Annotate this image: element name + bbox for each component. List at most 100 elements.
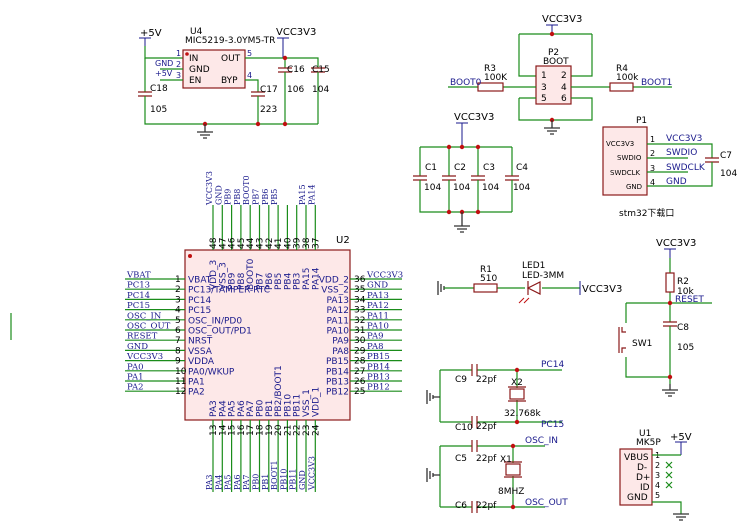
mcu-right-pin-num: 35: [354, 285, 365, 295]
mcu-bottom-pin-func: VSS_1: [302, 389, 312, 417]
sw1-switch: [618, 327, 626, 353]
mcu-top-pin-func: PA15: [302, 268, 312, 290]
mcu-left-pin-num: 12: [175, 387, 186, 397]
mcu-right-pin-func: PB13: [326, 378, 349, 388]
led-section: R1 510 LED1 LED-3MM VCC3V3: [437, 261, 622, 304]
c7-ref: C7: [720, 151, 732, 161]
mcu-bottom-pin-func: PB1: [265, 400, 275, 417]
mcu-right-pin-func: PB12: [326, 388, 349, 398]
mcu-bottom-pin-func: VDD_1: [311, 387, 321, 417]
usb-pin-dminus: D-: [637, 463, 647, 473]
reg-pin-en: EN: [189, 76, 201, 86]
reg-part: MIC5219-3.0YM5-TR: [185, 36, 275, 46]
mcu-right-pin-func: PB14: [326, 367, 349, 377]
swd-clk-net: SWDCLK: [666, 163, 706, 173]
mcu-top-net: PB9: [224, 189, 233, 205]
r1-ref: R1: [480, 265, 492, 275]
led1-value: LED-3MM: [522, 271, 564, 281]
mcu-left-net: GND: [127, 342, 148, 352]
c15-value: 104: [312, 85, 329, 95]
mcu-left-net: PC15: [127, 301, 150, 311]
reset-section: VCC3V3 R2 10k RESET SW1 C8 105: [618, 238, 712, 397]
mcu-left-pin-num: 8: [175, 346, 181, 356]
mcu-left-net: VBAT: [126, 271, 151, 281]
u1-part: MK5P: [636, 438, 661, 448]
mcu-left-net: OSC_IN: [127, 311, 162, 321]
usb-section: U1 MK5P VBUS D- D+ ID GND 1 2 3 4 5 +5V: [619, 429, 692, 521]
mcu-bottom-pin-num: 24: [311, 424, 321, 436]
xtal32-net1: PC14: [541, 360, 564, 370]
mcu-right-pin-func: PA10: [327, 327, 350, 337]
mcu-bottom-net: PA4: [214, 474, 223, 490]
c4-ref: C4: [516, 163, 528, 173]
mcu-left-pin-func: NRST: [188, 337, 213, 347]
r2-ref: R2: [677, 277, 689, 287]
usb-connector-body: [619, 448, 653, 506]
c2-ref: C2: [454, 163, 466, 173]
mcu-right-net: PA8: [367, 342, 384, 352]
mcu-right-net: PB15: [367, 352, 390, 362]
usb-num2: 2: [655, 461, 660, 470]
r1-value: 510: [480, 274, 497, 284]
c4-value: 104: [513, 183, 530, 193]
mcu-right-net: PA13: [367, 291, 389, 301]
boot-header-body: [535, 65, 572, 105]
mcu-right-pin-num: 28: [354, 357, 366, 367]
c18-value: 105: [150, 105, 167, 115]
mcu-bottom-pin-func: PB10: [283, 394, 293, 417]
mcu-bottom-pin-func: PA4: [218, 400, 228, 417]
mcu-bottom-net: PA7: [242, 474, 251, 490]
c8-ref: C8: [677, 323, 689, 333]
mcu-left-pin-num: 11: [175, 377, 186, 387]
c3-ref: C3: [483, 163, 495, 173]
r2-value: 10k: [677, 287, 694, 297]
p1-num2: 2: [650, 149, 655, 158]
mcu-bottom-net: BOOT1: [270, 460, 279, 490]
mcu-left-pin-num: 1: [175, 275, 181, 285]
mcu-top-net: PB5: [270, 189, 279, 205]
led-diode: [526, 281, 541, 295]
c10-ref: C10: [455, 423, 473, 433]
mcu-top-pin-num: 46: [228, 237, 238, 249]
xtal8-net2: OSC_OUT: [525, 498, 568, 508]
mcu-bottom-pin-num: 23: [302, 425, 312, 436]
c1-value: 104: [424, 183, 441, 193]
led-vcc-net: VCC3V3: [582, 284, 622, 295]
mcu-right-pin-func: PB15: [326, 357, 349, 367]
mcu-left-pin-num: 5: [175, 316, 181, 326]
ground-symbol: [197, 124, 213, 139]
mcu-top-pins: 48VDD_3VCC3V347VSS_3GND46PB9PB945PB8PB84…: [205, 171, 321, 290]
mcu-right-pin-func: PA9: [332, 337, 349, 347]
mcu-left-net: PA2: [127, 383, 144, 393]
p2-pin4: 4: [561, 83, 567, 93]
mcu-bottom-pin-num: 19: [265, 424, 275, 436]
usb-pin-dplus: D+: [636, 473, 650, 483]
swd-caption: stm32下载口: [619, 207, 674, 219]
mcu-left-pin-func: PA2: [188, 388, 205, 398]
mcu-right-net: VCC3V3: [366, 271, 403, 281]
mcu-bottom-pin-func: PA6: [237, 400, 247, 417]
c7-value: 104: [720, 169, 737, 179]
c6-ref: C6: [455, 501, 467, 511]
mcu-left-pin-func: OSC_IN/PD0: [188, 316, 242, 326]
led1-ref: LED1: [522, 261, 545, 271]
mcu-left-net: OSC_OUT: [127, 322, 171, 332]
c9-ref: C9: [455, 375, 467, 385]
reg-pin3: 3: [176, 71, 181, 80]
r1-resistor: [473, 283, 498, 293]
r2-resistor: [665, 272, 675, 293]
c5-ref: C5: [455, 454, 467, 464]
reg-pin-gnd: GND: [189, 65, 210, 75]
mcu-top-pin-num: 41: [274, 238, 284, 249]
mcu-top-pin-num: 48: [209, 237, 219, 249]
p2-pin5: 5: [541, 94, 547, 104]
reg-pin4: 4: [247, 71, 252, 80]
boot-vcc-label: VCC3V3: [542, 14, 582, 25]
reg-pin5: 5: [247, 49, 252, 58]
mcu-left-pin-num: 9: [175, 357, 181, 367]
usb-num3: 3: [655, 471, 660, 480]
mcu-bottom-net: PB1: [261, 474, 270, 490]
p2-pin1: 1: [541, 71, 547, 81]
reg-pin-out: OUT: [221, 54, 241, 64]
